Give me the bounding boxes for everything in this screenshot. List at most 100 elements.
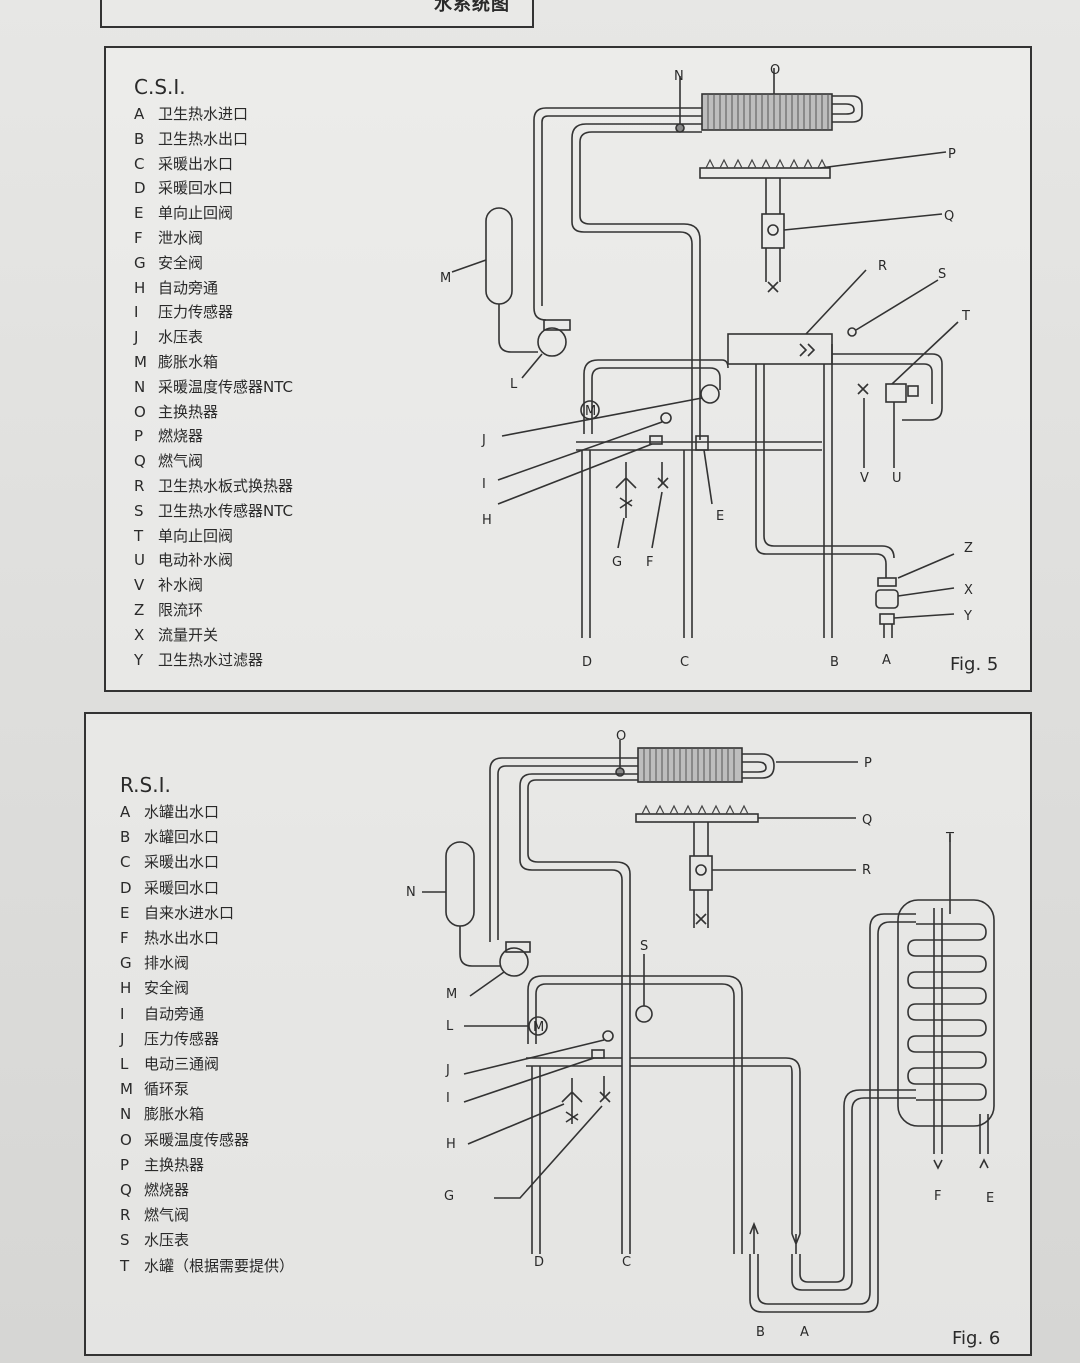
fig6-legend-item: J 压力传感器 [120,1027,294,1052]
fig6-legend-text: 压力传感器 [144,1029,220,1048]
fig5-legend-key: G [134,253,146,272]
fig6-label-f: F [934,1189,941,1204]
fig5-legend-text: 自动旁通 [158,278,219,297]
fig6-circulation-pump [499,947,529,977]
fig5-motor-label: M [585,404,596,419]
page-title-box: 水系统图 [100,0,534,28]
fig6-legend-key: L [120,1055,129,1074]
fig6-legend-text: 膨胀水箱 [144,1105,205,1124]
fig5-motor [580,400,600,420]
fig6-heading: R.S.I. [120,773,171,797]
fig5-legend-text: 卫生热水进口 [158,105,249,123]
fig6-label-o: O [616,729,626,744]
fig6-legend-key: J [120,1029,125,1048]
fig5-legend-text: 限流环 [158,600,204,619]
fig6-pipe-d [531,1066,541,1254]
fig6-label-h: H [446,1137,456,1152]
fig5-label-e: E [716,509,724,524]
fig5-diagram: M [440,63,973,670]
fig6-label: Fig. 6 [952,1328,1001,1349]
fig5-pipe-return-inner [579,131,702,440]
fig6-legend-key: G [120,954,132,973]
fig5-label-h: H [482,513,492,528]
fig6-legend-text: 燃气阀 [144,1206,190,1225]
fig6-label-g: G [444,1189,454,1204]
fig6-legend-text: 电动三通阀 [144,1055,220,1074]
fig6-legend-key: I [120,1004,125,1023]
fig5-label-r: R [878,259,887,274]
fig5-safety-valve [615,462,637,518]
fig5-pipe-top-inner [541,115,702,306]
fig5-label-d: D [582,655,592,670]
fig5-legend-text: 单向止回阀 [158,204,234,223]
fig6-legend-key: A [120,803,131,821]
fig5-pressure-sensor [660,412,672,424]
fig5-legend-key: F [134,228,143,247]
fig5-refill-loop [832,353,943,421]
fig5-pressure-gauge [700,384,720,404]
fig6-label-i: I [446,1091,450,1106]
fig5-label-b: B [830,655,839,670]
fig5-flow-limiter [877,577,897,587]
fig6-legend-text: 主换热器 [144,1155,205,1174]
fig5-dhw-sensor [847,327,857,337]
fig6-legend-text: 水压表 [144,1231,190,1250]
fig5-circulation-pump [537,327,567,357]
fig6-legend-key: B [120,828,131,847]
fig5-label-o: O [770,63,780,78]
fig5-legend-text: 水压表 [158,328,204,347]
fig6-legend-item: R 燃气阀 [120,1203,294,1228]
fig5-label-a: A [882,653,891,668]
fig6-legend-key: N [120,1105,132,1124]
fig6-label-n: N [406,885,416,900]
fig5-dhw-filter [879,613,895,625]
fig6-legend-key: E [120,903,130,922]
page-title: 水系统图 [434,0,510,15]
fig5-legend-text: 单向止回阀 [158,526,234,545]
fig6-legend-text: 采暖温度传感器 [144,1130,250,1149]
fig5-label-n: N [674,69,684,84]
fig6-main-heat-exchanger [637,747,743,783]
fig6-valve-label: M [533,1020,544,1035]
fig6-burner [635,813,759,823]
fig5-gas-valve [761,213,785,249]
fig6-legend-text: 循环泵 [144,1080,190,1099]
fig6-pipe-tank-return [749,921,916,1313]
fig6-pipe-tank-out [791,1097,916,1291]
fig5-pipe-return [571,123,702,638]
fig6-pipe-top-outer [489,757,638,942]
fig6-water-tank [897,899,995,1127]
fig6-legend-key: R [120,1206,131,1225]
fig5-heating-loop [591,367,721,434]
fig5-legend-text: 电动补水阀 [158,551,234,570]
fig5-plate-heat-exchanger [727,333,833,365]
fig6-pipe-top-return [519,773,638,1254]
fig6-legend-key: C [120,853,131,872]
fig5-legend-key: P [134,427,144,446]
fig5-label-g: G [612,555,622,570]
fig5-legend-text: 卫生热水板式换热器 [158,476,294,495]
fig6-label-a: A [800,1325,809,1340]
fig6-gas-valve [689,855,713,891]
fig6-legend-key: S [120,1231,130,1250]
fig5-flow-switch [875,589,899,609]
fig5-legend-key: Q [134,452,146,471]
fig5-exchanger-loop [832,95,863,123]
fig5-gas-pipe [765,178,781,282]
fig6-diagram: M [406,729,995,1340]
fig6-expansion-tank [445,841,475,927]
